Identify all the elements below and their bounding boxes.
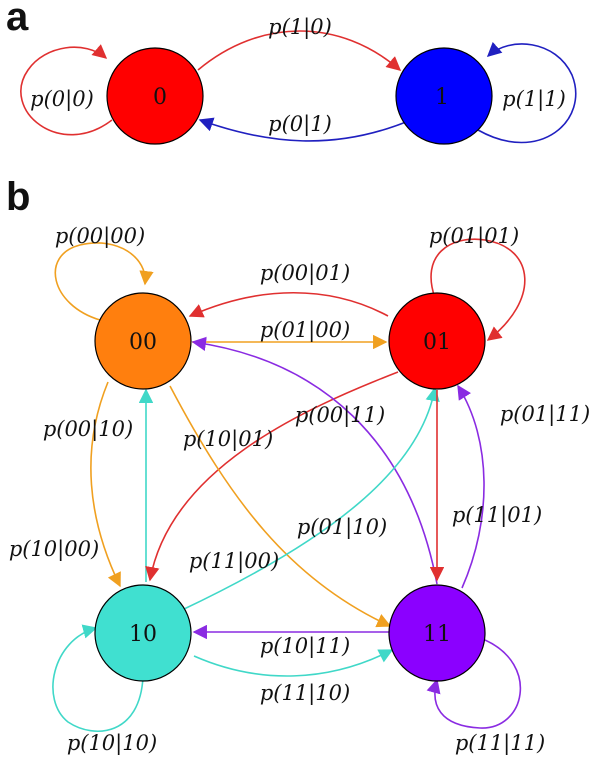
edge-b-11-11: [426, 639, 522, 729]
panel-label-a: a: [6, 0, 29, 39]
edge-b-01-00: [188, 292, 389, 318]
label-p-10-01: p(10|01): [183, 427, 273, 452]
state-1-node: [395, 47, 493, 145]
edge-a-1-1: [477, 41, 577, 144]
state-00-node: [94, 292, 192, 390]
edge-b-11-01: [457, 384, 485, 589]
edge-a-0-0: [20, 44, 113, 136]
label-p-01-10: p(01|10): [297, 515, 387, 540]
label-p-01-01: p(01|01): [429, 224, 519, 249]
label-p-00-10: p(00|10): [43, 417, 133, 442]
state-01-label: 01: [423, 330, 451, 355]
label-p-1-0: p(1|0): [268, 15, 332, 40]
label-p-11-10: p(11|10): [260, 681, 350, 706]
label-p-0-0: p(0|0): [30, 87, 94, 112]
edge-b-10-10: [52, 624, 144, 733]
label-p-11-11: p(11|11): [455, 731, 545, 756]
state-10-node: [94, 584, 192, 682]
state-11-node: [388, 584, 486, 682]
label-p-01-11: p(01|11): [500, 402, 590, 427]
label-p-1-1: p(1|1): [502, 87, 566, 112]
panel-label-b: b: [6, 175, 30, 219]
label-p-00-11: p(00|11): [295, 403, 385, 428]
state-1-label: 1: [435, 85, 449, 110]
edge-b-10-01: [181, 386, 440, 611]
label-p-10-10: p(10|10): [67, 731, 157, 756]
edge-a-0-1: [197, 30, 402, 71]
edge-a-1-0: [198, 117, 407, 142]
edge-b-00-11: [169, 385, 392, 628]
state-11-label: 11: [423, 622, 451, 647]
label-p-11-01: p(11|01): [452, 503, 542, 528]
edge-b-01-10: [145, 371, 399, 582]
label-p-01-00: p(01|00): [260, 318, 350, 343]
label-p-11-00: p(11|00): [189, 549, 279, 574]
label-p-0-1: p(0|1): [268, 112, 332, 137]
state-0-node: [106, 47, 204, 145]
state-0-label: 0: [153, 85, 167, 110]
label-p-10-11: p(10|11): [260, 634, 350, 659]
state-10-label: 10: [129, 622, 157, 647]
edge-b-00-00: [54, 242, 154, 321]
edge-b-00-10: [90, 381, 121, 588]
edge-b-10-11: [193, 649, 394, 677]
edge-b-11-00: [191, 336, 438, 585]
edge-b-01-01: [430, 238, 526, 341]
label-p-00-00: p(00|00): [55, 224, 145, 249]
label-p-00-01: p(00|01): [260, 261, 350, 286]
label-p-10-00: p(10|00): [9, 537, 99, 562]
state-00-label: 00: [129, 330, 157, 355]
state-01-node: [388, 292, 486, 390]
